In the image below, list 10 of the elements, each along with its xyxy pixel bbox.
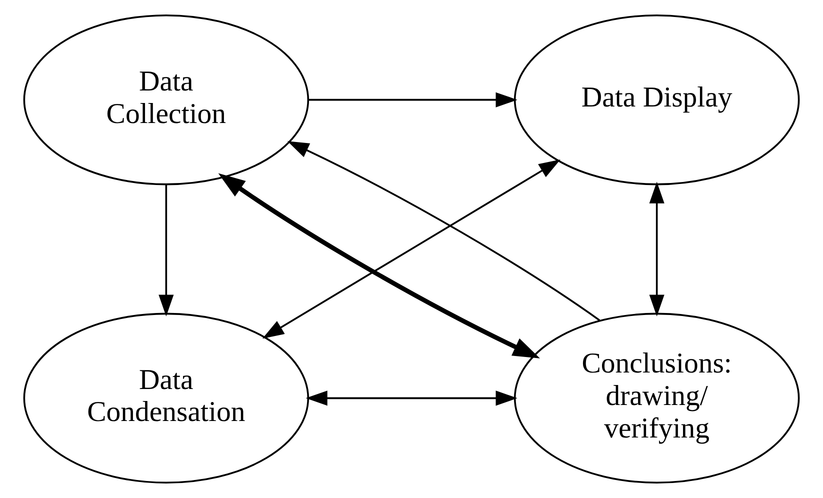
arrow (262, 160, 560, 339)
arrow (218, 173, 540, 358)
node-ellipse: Data Display (514, 14, 800, 186)
arrow (649, 182, 664, 316)
arrow (308, 92, 518, 108)
arrow (306, 390, 518, 406)
node-ellipse: Conclusions: drawing/ verifying (514, 312, 800, 484)
node-ellipse: Data Condensation (23, 312, 310, 484)
arrow (158, 184, 174, 316)
arrow (287, 141, 600, 322)
